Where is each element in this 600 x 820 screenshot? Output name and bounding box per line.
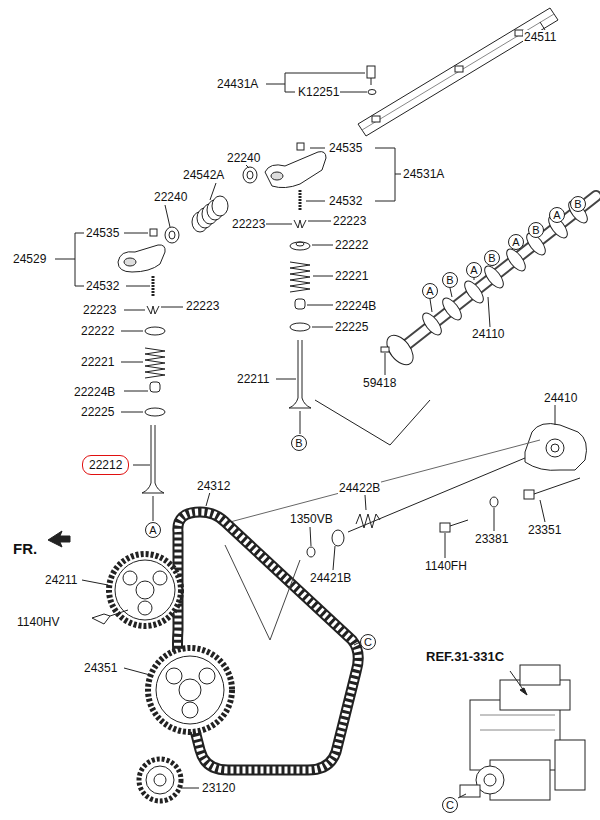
part-number: 23351	[527, 523, 562, 537]
part-number: 22212	[89, 458, 122, 472]
part-number: 24531A	[402, 167, 445, 181]
part-number: 1140HV	[16, 615, 60, 629]
part-number: 24535	[328, 141, 363, 155]
part-number: 24410	[543, 391, 578, 405]
reference-letter: B	[488, 253, 495, 264]
reference-letter: C	[364, 637, 372, 648]
reference-letter: B	[574, 199, 581, 210]
part-number: 59418	[362, 376, 397, 390]
part-number: 22221	[80, 355, 115, 369]
part-number: 24529	[12, 252, 47, 266]
part-number: 1140FH	[424, 559, 468, 573]
part-number: 24532	[328, 194, 363, 208]
part-number: 22222	[334, 238, 369, 252]
part-number: 24542A	[182, 168, 225, 182]
part-number: 22225	[334, 320, 369, 334]
reference-circle: A	[549, 207, 565, 223]
part-number: 22225	[80, 405, 115, 419]
reference-letter: B	[295, 438, 302, 449]
reference-letter: A	[512, 237, 519, 248]
reference-circle: B	[442, 272, 458, 288]
part-number: 24421B	[309, 571, 352, 585]
part-number: 24351	[83, 661, 118, 675]
part-number: 22221	[334, 269, 369, 283]
direction-label: FR.	[12, 542, 38, 556]
part-number: 24312	[196, 479, 231, 493]
reference-letter: B	[446, 275, 453, 286]
part-number: 24511	[523, 30, 557, 44]
part-number: 24532	[85, 279, 120, 293]
reference-circle: A	[145, 522, 161, 538]
part-number: 22211	[236, 372, 270, 386]
reference-letter: A	[149, 525, 156, 536]
reference-circle: A	[466, 262, 482, 278]
reference-circle: B	[570, 196, 586, 212]
part-number: 24431A	[216, 77, 259, 91]
reference-circle: A	[422, 283, 438, 299]
part-number: 22240	[226, 151, 261, 165]
part-number: 24535	[85, 226, 120, 240]
part-number: 22224B	[334, 299, 377, 313]
part-number: 1350VB	[289, 512, 334, 526]
part-number: 23120	[201, 781, 236, 795]
part-number: 22224B	[73, 385, 116, 399]
reference-circle: B	[291, 435, 307, 451]
reference-circle: B	[528, 222, 544, 238]
reference-circle: C	[442, 797, 458, 813]
reference-letter: B	[532, 225, 539, 236]
part-number: 22223	[82, 303, 117, 317]
reference-label: REF.31-331C	[425, 650, 505, 664]
reference-letter: A	[553, 210, 560, 221]
reference-letter: A	[426, 286, 433, 297]
reference-letter: A	[470, 265, 477, 276]
reference-circle: B	[484, 250, 500, 266]
part-number: 22223	[185, 299, 220, 313]
part-number: 22223	[231, 217, 266, 231]
part-number: 23381	[474, 532, 509, 546]
part-number: 24211	[44, 573, 78, 587]
part-number: 22240	[153, 190, 188, 204]
part-number: 24422B	[338, 481, 381, 495]
part-number: 22222	[80, 324, 115, 338]
reference-letter: C	[446, 800, 454, 811]
highlighted-part: 22212	[82, 455, 129, 475]
part-number: 22223	[332, 214, 367, 228]
part-number: K12251	[297, 85, 340, 99]
part-number: 24110	[471, 327, 505, 341]
reference-circle: C	[360, 634, 376, 650]
reference-circle: A	[508, 234, 524, 250]
